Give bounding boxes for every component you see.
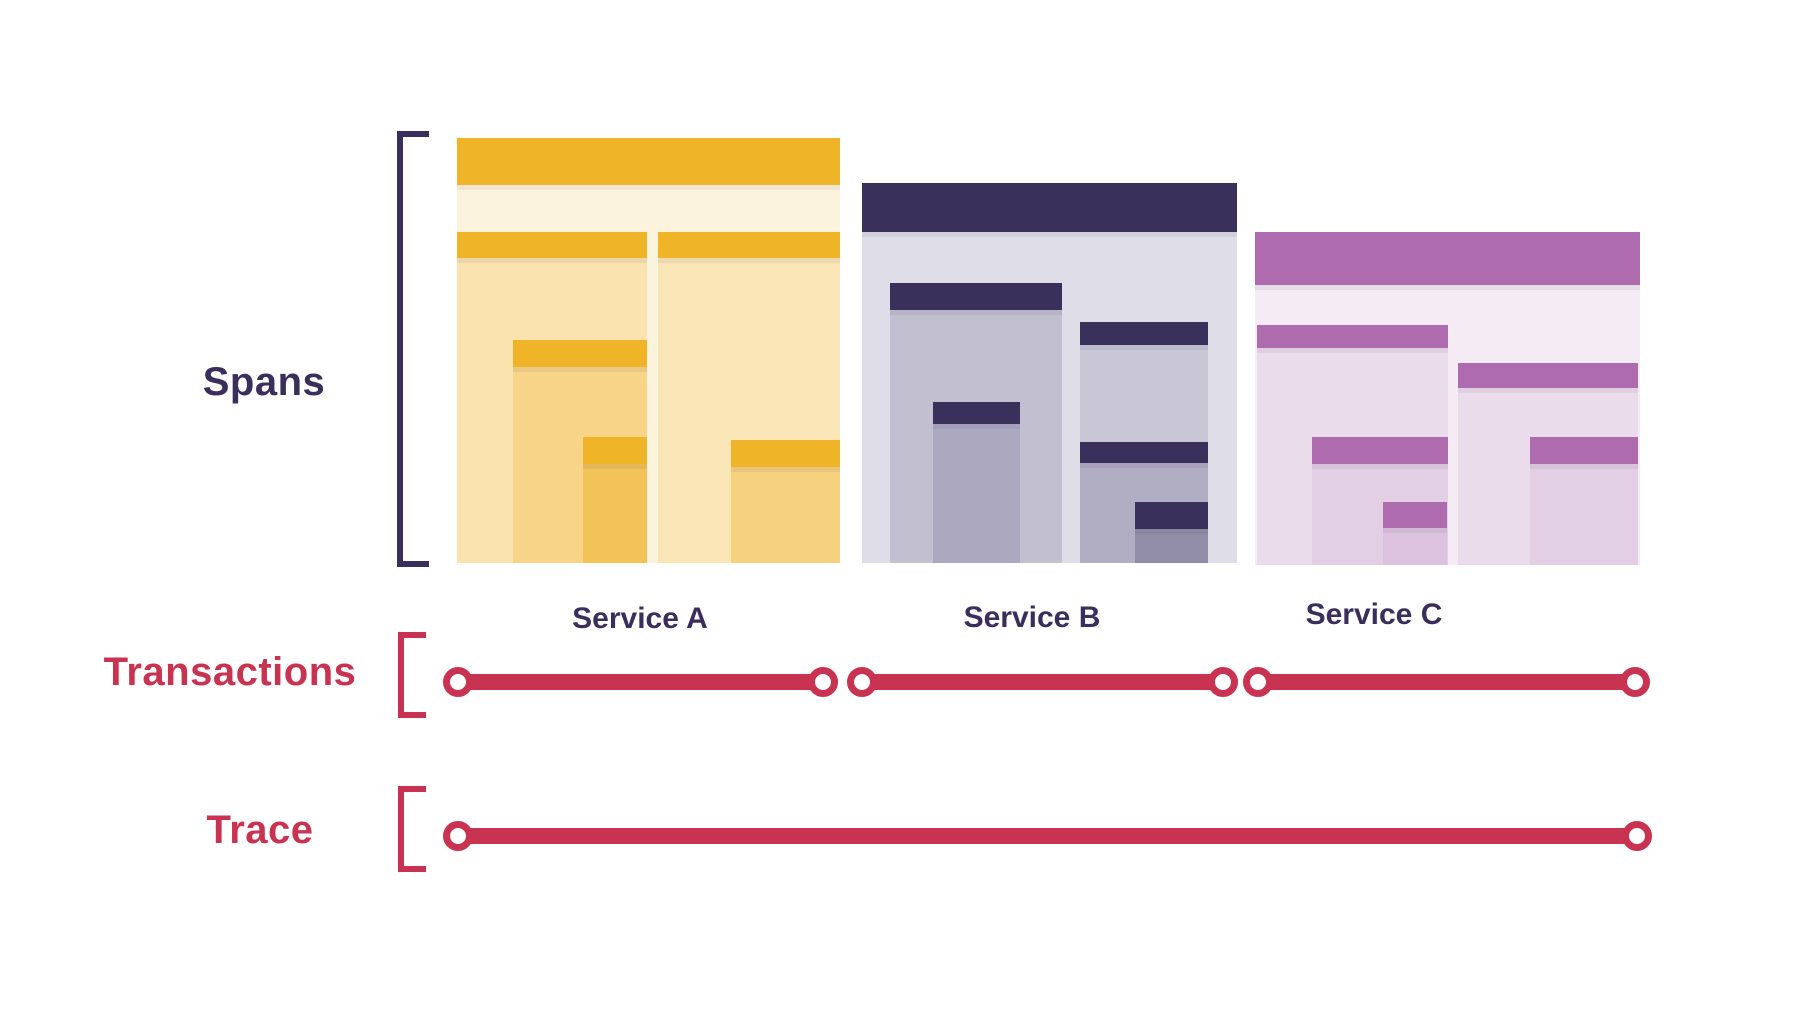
service-a-child-span-bar — [658, 232, 840, 258]
service-c-grandchild-span — [1530, 437, 1638, 565]
service-a-grandchild-span-bar — [513, 340, 647, 367]
service-c-spans-block — [1255, 232, 1640, 565]
service-c-child-span-bar — [1458, 363, 1638, 388]
service-a-caption: Service A — [572, 602, 708, 635]
transaction-start-circle-icon — [443, 667, 473, 697]
spans-bracket — [397, 131, 429, 567]
service-c-leaf-span-bar — [1383, 502, 1447, 528]
service-a-root-span-bar — [457, 138, 840, 185]
service-c-caption: Service C — [1305, 598, 1443, 631]
service-b-grandchild-span — [933, 402, 1020, 563]
service-b-grandchild-span-bar — [1080, 442, 1208, 463]
service-c-child-span-bar — [1257, 325, 1448, 348]
service-b-leaf-span-bar — [1135, 502, 1208, 529]
service-b-caption: Service B — [963, 601, 1101, 634]
service-c-grandchild-span-bar — [1530, 437, 1638, 464]
service-b-child-span-bar — [1080, 322, 1208, 345]
service-c-grandchild-span-bar — [1312, 437, 1448, 464]
transaction-start-circle-icon — [1243, 667, 1273, 697]
service-a-grandchild-span — [731, 440, 840, 563]
trace-label: Trace — [206, 808, 314, 852]
transaction-end-circle-icon — [808, 667, 838, 697]
transaction-line-service-a — [458, 674, 823, 690]
spans-label: Spans — [202, 360, 326, 404]
service-a-child-span-bar — [457, 232, 647, 258]
service-c-leaf-span — [1383, 502, 1447, 565]
service-a-leaf-span-bar — [583, 437, 647, 464]
service-a-leaf-span — [583, 437, 647, 563]
transaction-line-service-c — [1258, 674, 1635, 690]
transactions-label: Transactions — [103, 650, 357, 694]
service-b-leaf-span — [1135, 502, 1208, 563]
service-a-spans-block — [457, 138, 840, 563]
service-b-child-span-bar — [890, 283, 1062, 310]
transaction-end-circle-icon — [1620, 667, 1650, 697]
transactions-bracket — [398, 632, 426, 718]
service-c-root-span-bar — [1255, 232, 1640, 285]
transaction-line-service-b — [862, 674, 1223, 690]
trace-line — [458, 828, 1637, 844]
transaction-start-circle-icon — [847, 667, 877, 697]
service-b-spans-block — [862, 183, 1237, 563]
service-b-root-span-bar — [862, 183, 1237, 232]
transaction-end-circle-icon — [1208, 667, 1238, 697]
trace-start-circle-icon — [443, 821, 473, 851]
service-b-grandchild-span-bar — [933, 402, 1020, 424]
trace-end-circle-icon — [1622, 821, 1652, 851]
trace-bracket — [398, 786, 426, 872]
service-a-grandchild-span-bar — [731, 440, 840, 467]
